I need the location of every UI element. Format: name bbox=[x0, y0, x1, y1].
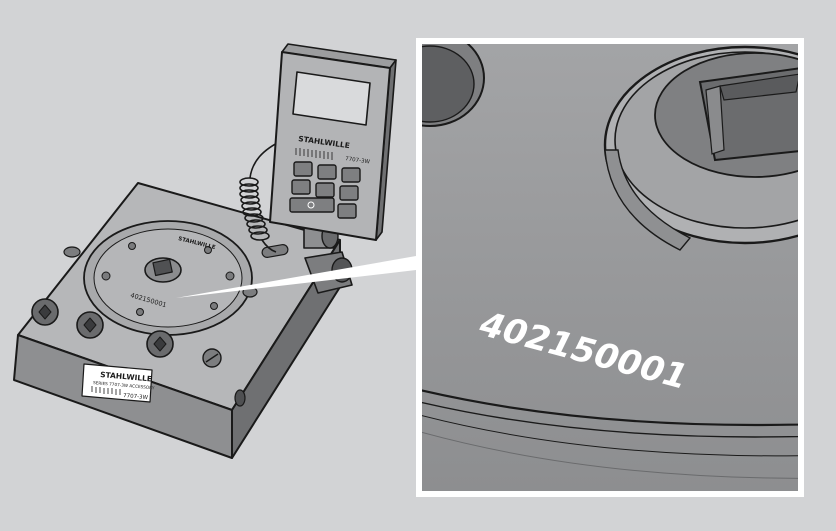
keypad-button-3 bbox=[341, 167, 361, 183]
keypad-button-wide bbox=[289, 197, 335, 213]
lcd-screen bbox=[292, 71, 371, 126]
callout-pointer bbox=[176, 256, 416, 298]
keypad-button-4 bbox=[291, 179, 311, 195]
device-model-label: 7707-3W bbox=[345, 156, 371, 165]
zoom-detail-panel: 402150001 bbox=[416, 38, 804, 497]
display-device bbox=[269, 43, 397, 249]
base-label-plate bbox=[81, 363, 153, 403]
keypad-button-2 bbox=[317, 164, 337, 180]
keypad-button-7 bbox=[337, 203, 357, 219]
base-series-label: SERIES 7707-3W ACCESSORY bbox=[93, 380, 155, 390]
base-model-label: 7707-3W bbox=[123, 393, 149, 401]
power-icon bbox=[307, 201, 315, 209]
keypad-button-1 bbox=[293, 161, 313, 177]
keypad-button-5 bbox=[315, 182, 335, 198]
keypad-button-6 bbox=[339, 185, 359, 201]
